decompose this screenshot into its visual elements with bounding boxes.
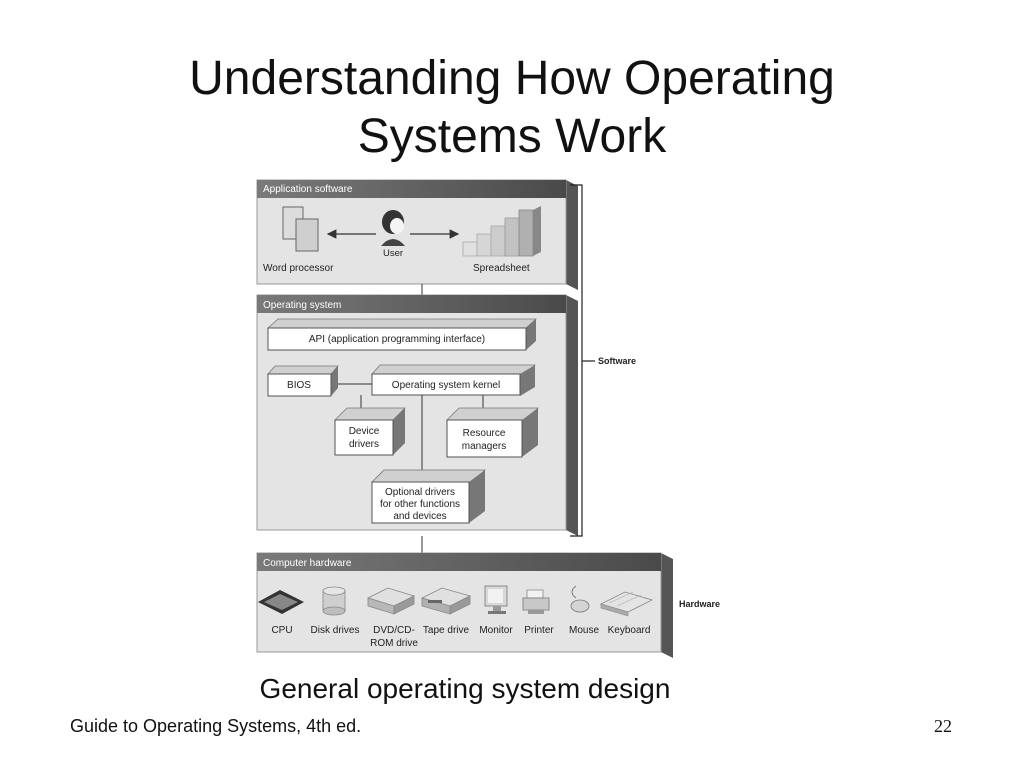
hw-item-keyboard: Keyboard	[608, 625, 651, 636]
kernel-box: Operating system kernel	[371, 364, 536, 396]
resource-managers-label-2: managers	[462, 441, 506, 452]
cpu-icon	[258, 590, 304, 614]
device-drivers-label-1: Device	[349, 426, 380, 437]
hw-item-printer: Printer	[524, 625, 554, 636]
optional-drivers-box: Optional drivers for other functions and…	[371, 469, 486, 524]
page-number: 22	[934, 716, 952, 736]
mouse-icon	[570, 585, 590, 613]
computer-hardware-header: Computer hardware	[263, 558, 352, 569]
application-software-header: Application software	[263, 184, 353, 195]
slide-title: Understanding How Operating Systems Work	[0, 50, 1024, 166]
api-box: API (application programming interface)	[266, 318, 538, 351]
printer-icon	[522, 589, 550, 614]
resource-managers-box: Resource managers	[446, 407, 539, 458]
user-label: User	[383, 248, 403, 259]
dvd-drive-icon	[366, 587, 416, 615]
application-software-panel: Application software Word processor User…	[256, 179, 578, 290]
spreadsheet-icon	[462, 206, 541, 257]
diagram-caption: General operating system design	[259, 673, 671, 704]
optional-drivers-label-2: for other functions	[380, 499, 460, 510]
keyboard-icon	[599, 591, 654, 617]
device-drivers-label-2: drivers	[349, 439, 379, 450]
optional-drivers-label-3: and devices	[393, 511, 446, 522]
slide-title-line-2: Systems Work	[357, 110, 667, 163]
bios-box: BIOS	[267, 365, 339, 397]
kernel-label: Operating system kernel	[392, 380, 500, 391]
hw-item-cpu: CPU	[271, 625, 292, 636]
hw-item-disk-drives: Disk drives	[311, 625, 360, 636]
api-label: API (application programming interface)	[309, 334, 485, 345]
operating-system-panel: Operating system API (application progra…	[256, 294, 578, 536]
monitor-icon	[484, 585, 508, 614]
user-icon	[381, 210, 405, 246]
device-drivers-box: Device drivers	[334, 407, 406, 456]
spreadsheet-label: Spreadsheet	[473, 263, 530, 274]
word-processor-icon	[282, 206, 319, 252]
word-processor-label: Word processor	[263, 263, 334, 274]
hw-item-dvd-line2: ROM drive	[370, 638, 418, 649]
hw-item-tape-drive: Tape drive	[423, 625, 470, 636]
hw-item-dvd-line1: DVD/CD-	[373, 625, 415, 636]
tape-drive-icon	[420, 587, 472, 615]
footer-book-title: Guide to Operating Systems, 4th ed.	[70, 716, 362, 736]
disk-drives-icon	[322, 586, 346, 616]
computer-hardware-panel: Computer hardware	[256, 552, 673, 658]
software-label: Software	[598, 356, 636, 366]
optional-drivers-label-1: Optional drivers	[385, 487, 455, 498]
slide-title-line-1: Understanding How Operating	[189, 52, 835, 105]
hardware-label: Hardware	[679, 599, 720, 609]
hw-item-mouse: Mouse	[569, 625, 599, 636]
software-bracket	[570, 184, 595, 537]
hw-item-monitor: Monitor	[479, 625, 513, 636]
operating-system-header: Operating system	[263, 300, 341, 311]
resource-managers-label-1: Resource	[463, 428, 506, 439]
bios-label: BIOS	[287, 380, 311, 391]
